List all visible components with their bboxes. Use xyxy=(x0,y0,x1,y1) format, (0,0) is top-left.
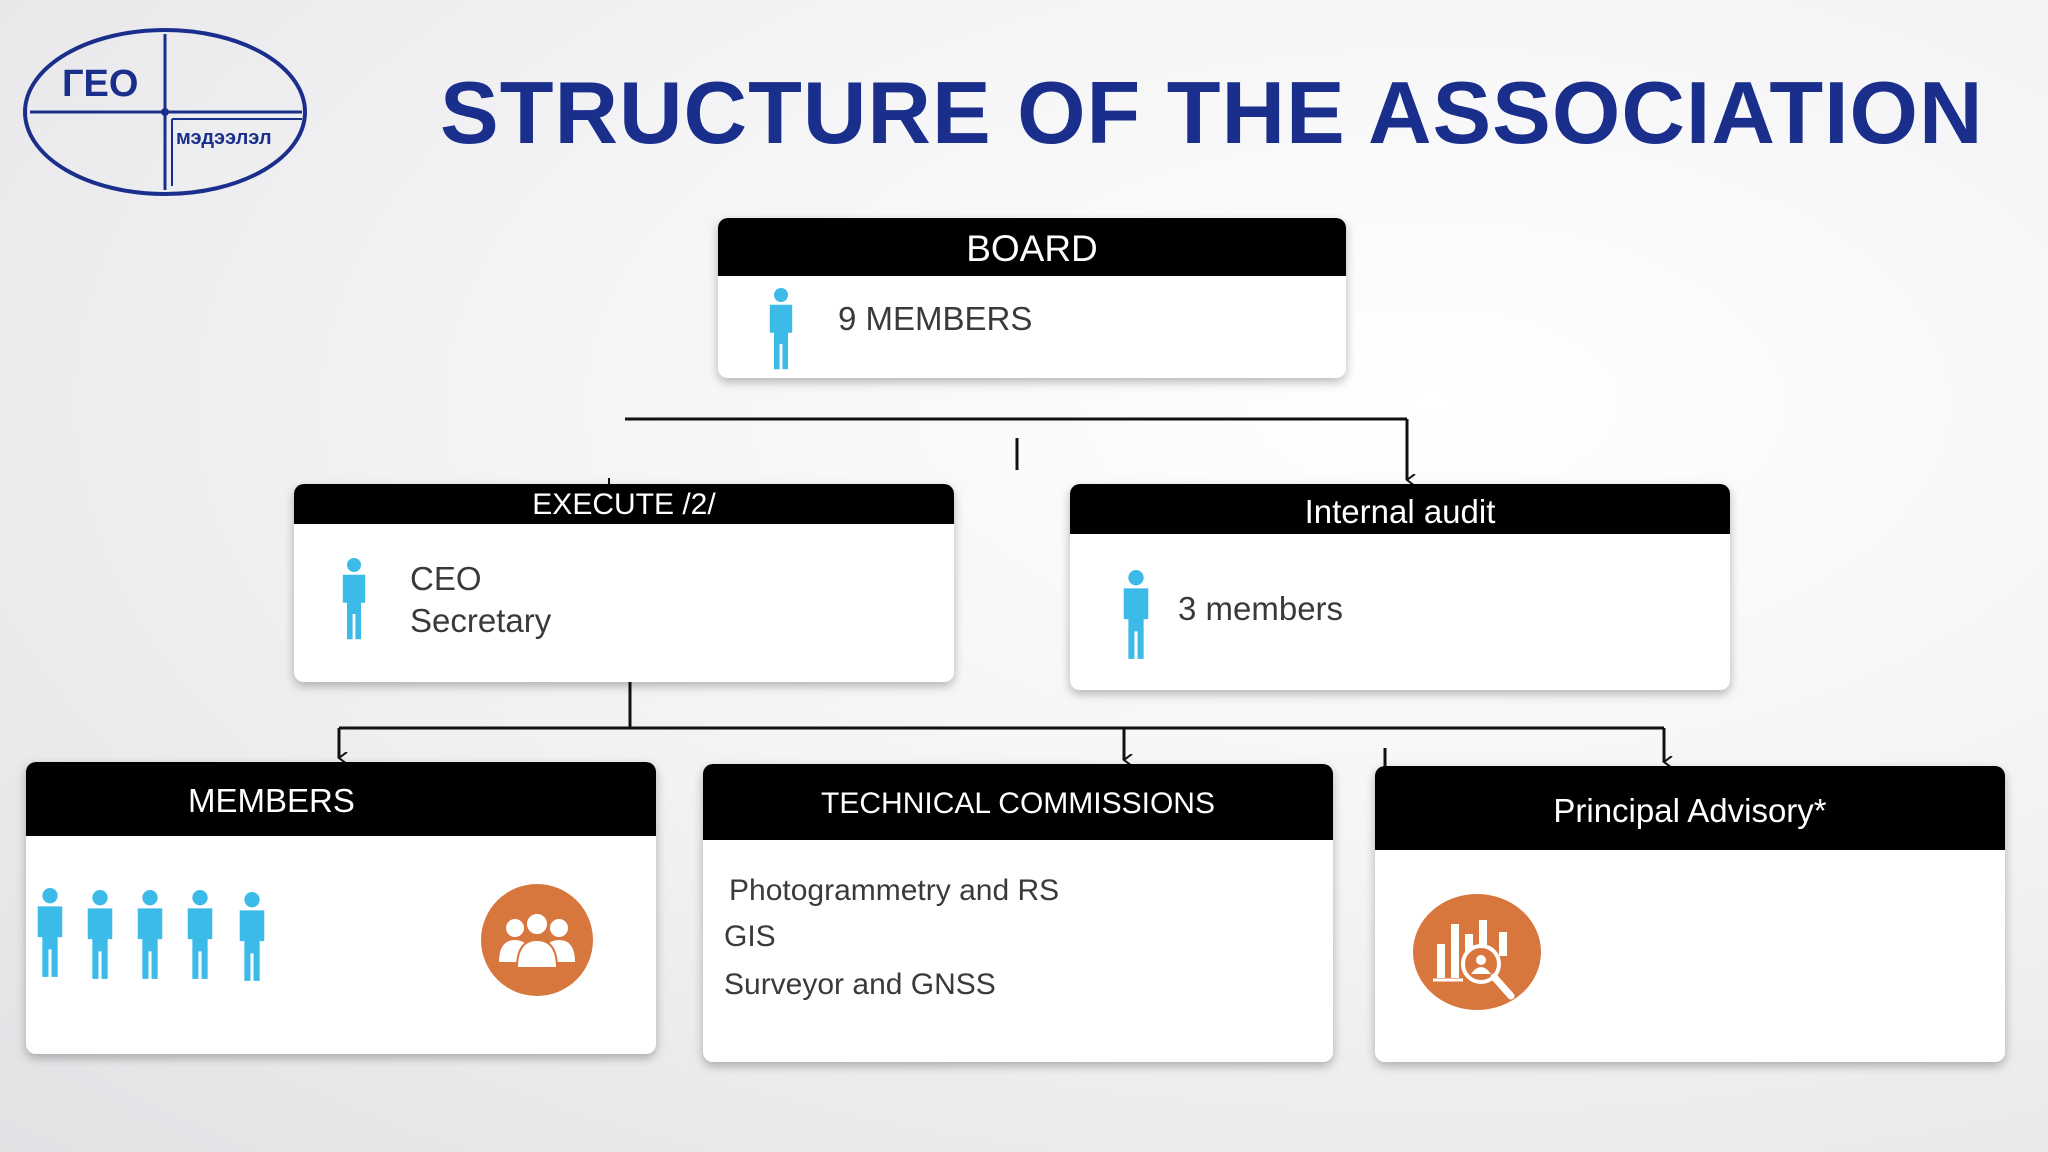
page-title: STRUCTURE OF THE ASSOCIATION xyxy=(440,63,1984,162)
members-box: MEMBERS xyxy=(26,762,656,1054)
person-icon xyxy=(187,890,213,979)
internal-audit-header: Internal audit xyxy=(1070,484,1730,534)
analytics-magnifier-icon xyxy=(1413,894,1541,1010)
technical-commissions-header: TECHNICAL COMMISSIONS xyxy=(703,764,1333,840)
execute-header: EXECUTE /2/ xyxy=(294,484,954,524)
technical-item: GIS xyxy=(724,920,776,953)
audit-members-text: 3 members xyxy=(1178,590,1344,627)
execute-box: EXECUTE /2/ CEO Secretary xyxy=(294,484,954,682)
board-box: BOARD 9 MEMBERS xyxy=(718,218,1346,378)
person-icon xyxy=(769,288,793,370)
technical-item: Surveyor and GNSS xyxy=(724,968,996,1001)
members-header: MEMBERS xyxy=(26,762,656,836)
principal-advisory-box: Principal Advisory* xyxy=(1375,766,2005,1062)
board-members-text: 9 MEMBERS xyxy=(838,300,1033,337)
internal-audit-box: Internal audit 3 members xyxy=(1070,484,1730,690)
technical-item: Photogrammetry and RS xyxy=(729,874,1060,907)
logo-top-text: ГЕО xyxy=(62,63,138,105)
person-icon xyxy=(137,890,163,979)
execute-secretary-text: Secretary xyxy=(410,602,552,639)
person-icon xyxy=(239,892,265,981)
logo-bottom-text: мэдээлэл xyxy=(176,127,272,149)
execute-ceo-text: CEO xyxy=(410,560,482,597)
board-header: BOARD xyxy=(718,218,1346,276)
person-icon xyxy=(1123,570,1149,659)
principal-advisory-header: Principal Advisory* xyxy=(1375,766,2005,850)
technical-commissions-box: TECHNICAL COMMISSIONS Photogrammetry and… xyxy=(703,764,1333,1062)
person-icon xyxy=(37,888,63,977)
group-people-icon xyxy=(481,884,593,996)
geo-logo: ГЕО мэдээлэл xyxy=(23,28,307,196)
person-icon xyxy=(87,890,113,979)
person-icon xyxy=(342,558,366,640)
